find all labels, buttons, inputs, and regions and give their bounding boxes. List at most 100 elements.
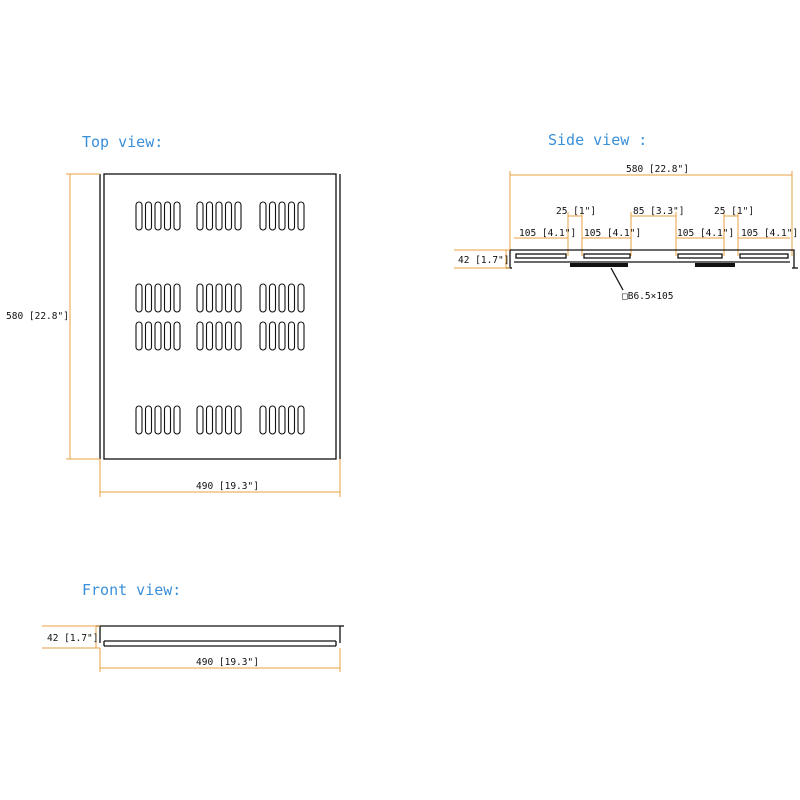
vent-slot	[268, 283, 277, 313]
front-height-dimension: 42 [1.7"]	[42, 625, 100, 649]
side-hole-label: □B6.5×105	[622, 291, 673, 302]
vent-slot	[196, 405, 204, 435]
top-view-title: Top view:	[82, 133, 163, 151]
vent-slot	[224, 201, 233, 231]
vent-slot	[234, 405, 242, 435]
vent-slot	[224, 321, 233, 351]
vent-slot	[135, 201, 143, 231]
vent-slot	[163, 405, 172, 435]
vent-slot	[196, 321, 204, 351]
vent-slot	[278, 321, 286, 351]
vent-slot	[144, 201, 153, 231]
side-profile-outline	[509, 249, 795, 268]
vent-slot	[234, 201, 242, 231]
vent-slot	[144, 405, 153, 435]
vent-slot	[154, 201, 162, 231]
side-overall-label: 580 [22.8"]	[626, 164, 689, 175]
top-width-label: 490 [19.3"]	[196, 481, 259, 492]
segment2-label: 105 [4.1"]	[584, 228, 641, 239]
vent-slot	[163, 321, 172, 351]
vent-slot	[259, 283, 267, 313]
side-hole-block-2	[695, 263, 735, 267]
side-slot-1	[515, 253, 567, 259]
vent-slot	[163, 201, 172, 231]
side-slot-3	[677, 253, 723, 259]
vent-slot	[287, 283, 296, 313]
top-view-shelf	[99, 173, 341, 460]
side-slot-4	[739, 253, 789, 259]
vent-slot	[259, 321, 267, 351]
segment4-label: 105 [4.1"]	[741, 228, 798, 239]
vent-slot	[135, 405, 143, 435]
side-height-dimension: 42 [1.7"]	[454, 249, 510, 269]
vent-slot	[196, 201, 204, 231]
side-overall-dimension: 580 [22.8"]	[509, 164, 793, 256]
top-view: Top view: 580 [22.8"] 490 [19.3"]	[6, 133, 341, 497]
top-shelf-panel	[103, 173, 337, 460]
front-width-label: 490 [19.3"]	[196, 657, 259, 668]
segment1-label: 105 [4.1"]	[519, 228, 576, 239]
side-hole-block-1	[570, 263, 628, 267]
gap1-label: 25 [1"]	[556, 206, 596, 217]
vent-slot	[215, 283, 223, 313]
side-segment-dimensions: 105 [4.1"] 105 [4.1"] 105 [4.1"] 105 [4.…	[514, 228, 798, 239]
vent-slot	[135, 321, 143, 351]
vent-slot	[196, 283, 204, 313]
vent-slot	[278, 405, 286, 435]
top-depth-dimension: 580 [22.8"]	[6, 173, 100, 460]
vent-slot	[135, 283, 143, 313]
vent-slot	[205, 405, 214, 435]
ventilation-slots	[135, 201, 305, 435]
vent-slot	[144, 283, 153, 313]
vent-slot	[259, 405, 267, 435]
vent-slot	[297, 405, 305, 435]
front-shelf-profile	[96, 625, 344, 647]
gap2-label: 85 [3.3"]	[633, 206, 684, 217]
vent-slot	[154, 321, 162, 351]
vent-slot	[278, 201, 286, 231]
side-hole-leader	[610, 267, 624, 291]
vent-slot	[234, 283, 242, 313]
side-slot-2	[583, 253, 631, 259]
front-profile-outline	[99, 625, 341, 643]
vent-slot	[205, 321, 214, 351]
side-view-title: Side view :	[548, 131, 647, 149]
vent-slot	[173, 321, 181, 351]
vent-slot	[173, 405, 181, 435]
front-view-title: Front view:	[82, 581, 181, 599]
side-height-label: 42 [1.7"]	[458, 255, 509, 266]
gap3-label: 25 [1"]	[714, 206, 754, 217]
side-gap-dimensions: 25 [1"] 85 [3.3"] 25 [1"]	[556, 206, 754, 256]
vent-slot	[297, 201, 305, 231]
vent-slot	[297, 321, 305, 351]
vent-slot	[205, 201, 214, 231]
vent-slot	[287, 405, 296, 435]
vent-slot	[144, 321, 153, 351]
top-width-dimension: 490 [19.3"]	[99, 459, 341, 497]
vent-slot	[259, 201, 267, 231]
vent-slot	[297, 283, 305, 313]
vent-slot	[287, 201, 296, 231]
vent-slot	[234, 321, 242, 351]
top-depth-label: 580 [22.8"]	[6, 311, 69, 322]
vent-slot	[268, 405, 277, 435]
vent-slot	[154, 405, 162, 435]
vent-slot	[287, 321, 296, 351]
side-view: Side view : 580 [22.8"] 25 [1"] 85 [3.3"…	[454, 131, 798, 302]
front-view: Front view: 42 [1.7"] 490 [19.3"]	[42, 581, 344, 672]
front-height-label: 42 [1.7"]	[47, 633, 98, 644]
vent-slot	[215, 321, 223, 351]
vent-slot	[154, 283, 162, 313]
vent-slot	[224, 405, 233, 435]
side-shelf-profile: □B6.5×105	[506, 249, 798, 302]
vent-slot	[173, 283, 181, 313]
vent-slot	[268, 321, 277, 351]
vent-slot	[215, 201, 223, 231]
front-width-dimension: 490 [19.3"]	[99, 648, 341, 672]
vent-slot	[205, 283, 214, 313]
vent-slot	[215, 405, 223, 435]
vent-slot	[224, 283, 233, 313]
vent-slot	[268, 201, 277, 231]
vent-slot	[173, 201, 181, 231]
